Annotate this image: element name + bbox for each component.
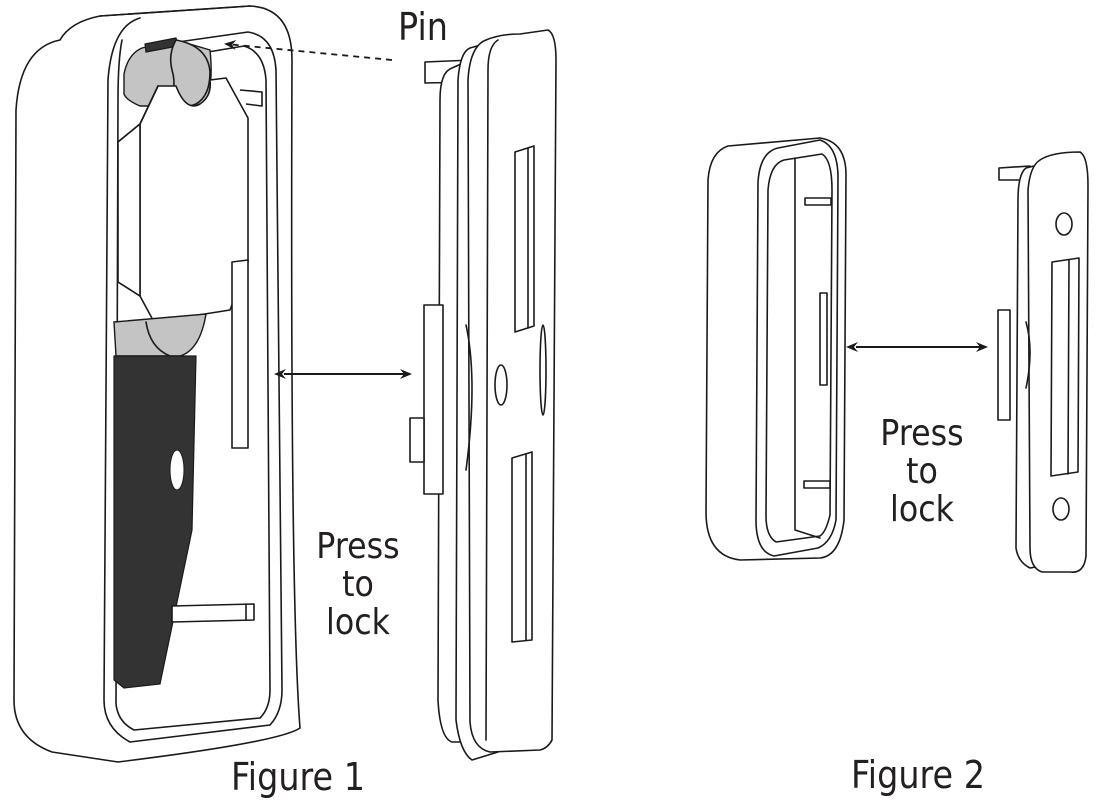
figure-2-caption: Figure 2 (850, 753, 986, 797)
figure-1-caption: Figure 1 (230, 755, 366, 799)
figure1-battery (113, 37, 263, 689)
press-to-lock-label-1: Press to lock (316, 526, 400, 643)
figure2-bracket (997, 151, 1089, 573)
press-to-lock-label-2: Press to lock (880, 413, 964, 530)
pin-label: Pin (398, 5, 448, 49)
pin-pointer-arrow (224, 39, 393, 61)
figure1-bracket (409, 29, 557, 761)
figure2-shell (705, 137, 847, 561)
